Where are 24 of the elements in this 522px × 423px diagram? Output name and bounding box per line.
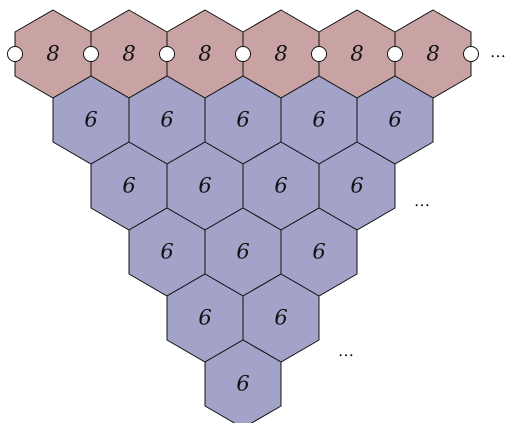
tile-number: 6 [236,374,250,394]
tile-number: 8 [426,44,440,64]
tile-number: 6 [122,176,136,196]
tile-number: 6 [274,176,288,196]
tile-number: 6 [84,110,98,130]
tile-number: 6 [198,176,212,196]
tile-number: 8 [122,44,136,64]
tile-number: 6 [350,176,364,196]
tile-number: 8 [350,44,364,64]
tile-number: 6 [312,110,326,130]
ellipsis-mark: … [490,44,508,60]
tile-number: 6 [274,308,288,328]
tile-number: 8 [46,44,60,64]
tile-number: 6 [236,110,250,130]
ellipsis-mark: … [414,193,432,209]
ellipsis-mark: … [338,343,356,359]
tile-number: 6 [388,110,402,130]
tile-number: 6 [312,242,326,262]
tile-number: 6 [160,110,174,130]
tile-number: 8 [198,44,212,64]
tile-number: 6 [236,242,250,262]
tile-number: 6 [198,308,212,328]
tile-number: 6 [160,242,174,262]
tile-number: 8 [274,44,288,64]
